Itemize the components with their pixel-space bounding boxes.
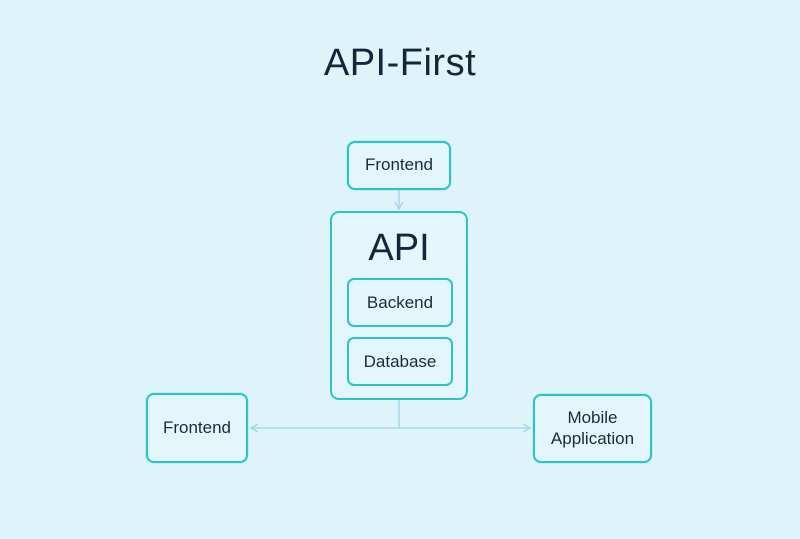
backend-label: Backend <box>366 292 434 312</box>
database-label: Database <box>363 351 437 371</box>
mobile-label-line1: Mobile <box>567 408 618 428</box>
backend-node: Backend <box>347 278 453 327</box>
api-container: API Backend Database <box>330 211 468 400</box>
frontend-left-node: Frontend <box>146 393 248 463</box>
frontend-top-node: Frontend <box>347 141 451 190</box>
database-node: Database <box>347 337 453 386</box>
frontend-left-label: Frontend <box>162 417 232 437</box>
mobile-application-label: Mobile Application <box>551 408 634 449</box>
api-label: API <box>368 227 430 269</box>
mobile-label-line2: Application <box>550 428 635 448</box>
mobile-application-node: Mobile Application <box>533 394 652 463</box>
diagram-title: API-First <box>323 42 477 84</box>
frontend-top-label: Frontend <box>364 155 434 175</box>
